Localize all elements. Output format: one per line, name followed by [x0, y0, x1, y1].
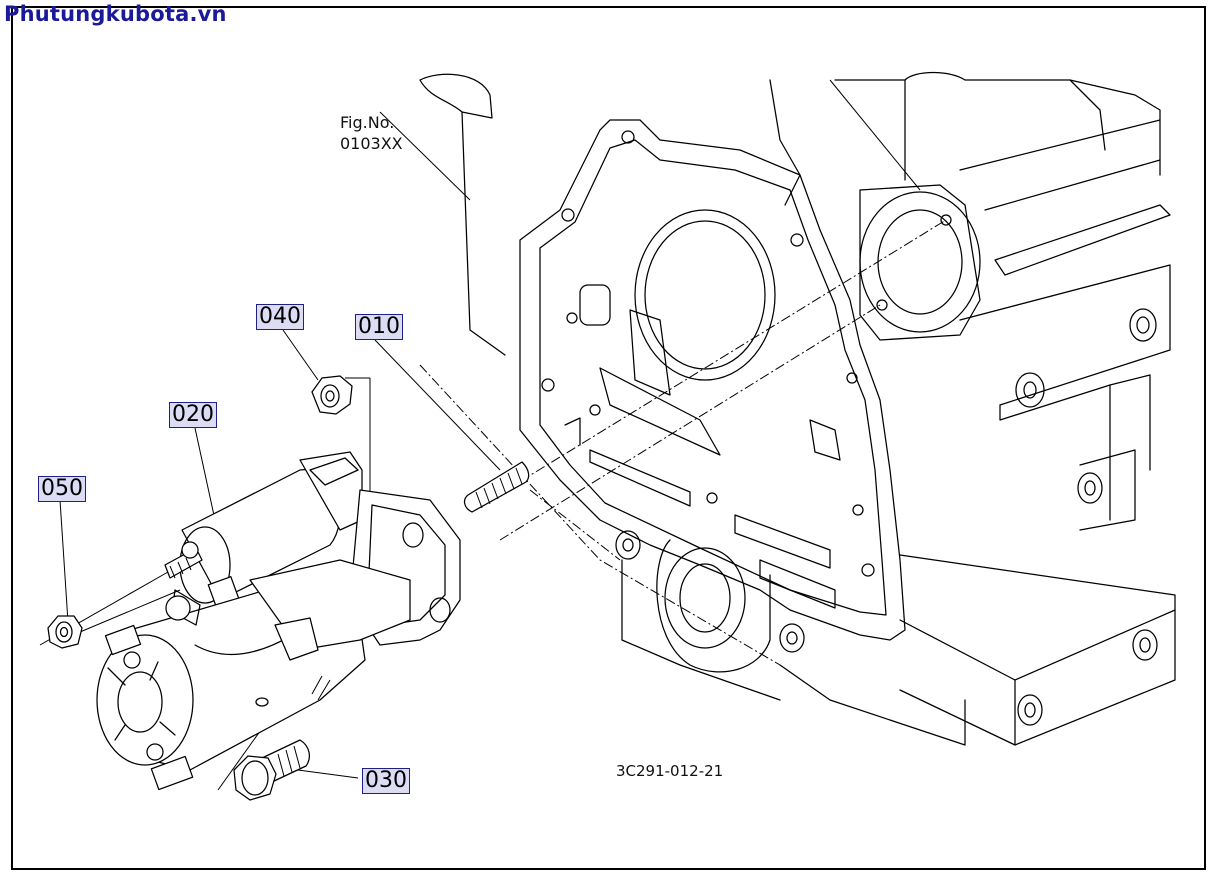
nut-part-050 [47, 615, 83, 649]
engine-block [419, 71, 1176, 746]
callout-part-020[interactable]: 020 [169, 402, 217, 428]
callout-part-040[interactable]: 040 [256, 304, 304, 330]
diagram-frame [11, 6, 1206, 870]
callout-part-030[interactable]: 030 [362, 768, 410, 794]
callout-part-050[interactable]: 050 [38, 476, 86, 502]
figure-label-line-1: Fig.No. [340, 113, 395, 132]
figure-label-line-2: 0103XX [340, 134, 403, 153]
figure-reference-label: Fig.No. 0103XX [340, 112, 403, 154]
callout-part-010[interactable]: 010 [355, 314, 403, 340]
site-brand-watermark: Phutungkubota.vn [4, 2, 227, 26]
nut-part-040 [311, 375, 353, 415]
stud-bolt-part-010 [463, 461, 530, 513]
assembly-center-lines [419, 79, 947, 666]
bolt-part-030 [233, 739, 310, 801]
diagram-code: 3C291-012-21 [616, 762, 724, 780]
starter-motor-part-020 [96, 451, 461, 791]
gasket-plate [519, 119, 906, 673]
